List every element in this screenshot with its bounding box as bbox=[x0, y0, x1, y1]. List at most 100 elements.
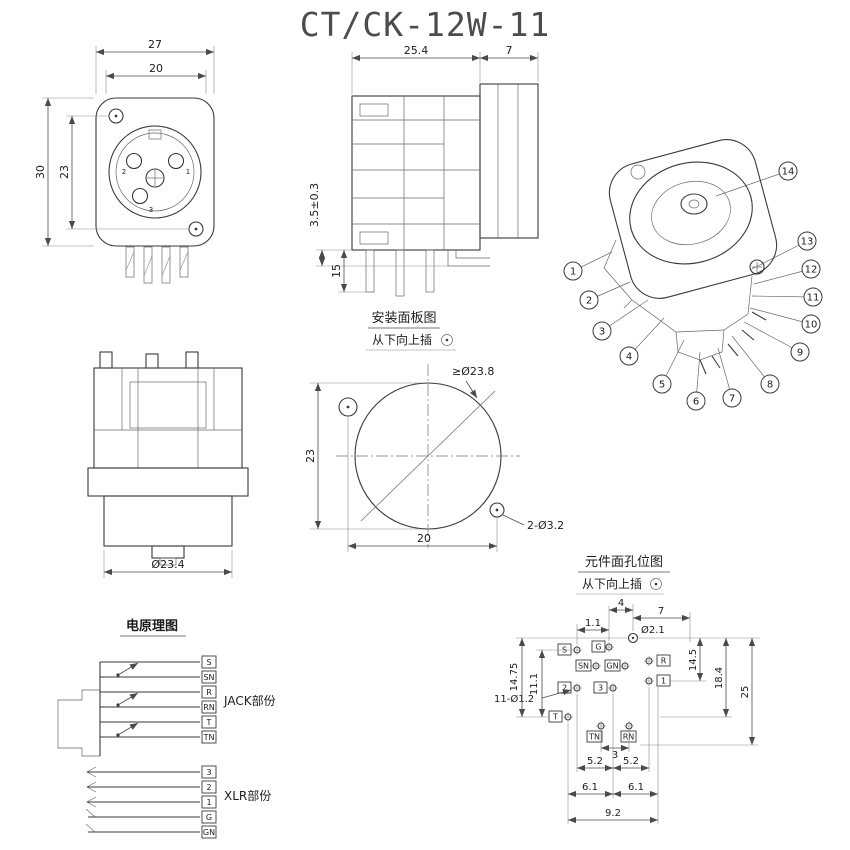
latch-slot bbox=[148, 129, 162, 140]
pcb-pad-TN: TN bbox=[586, 721, 606, 743]
orientation-symbol-icon bbox=[650, 578, 662, 590]
svg-text:S: S bbox=[206, 658, 211, 667]
iso-jack-hole bbox=[680, 193, 708, 215]
bottom-pin bbox=[99, 351, 113, 369]
connector-inner-ring bbox=[115, 132, 195, 212]
jack-terminal-RN: RN bbox=[201, 700, 217, 714]
drawing-title: CT/CK-12W-11 bbox=[300, 5, 550, 44]
jack-terminal-T: T bbox=[201, 715, 217, 729]
screw-cross-icon bbox=[752, 262, 762, 272]
dim-pcb-right-1: 14.5 bbox=[688, 649, 699, 671]
dim-pcb-right-3: 25 bbox=[740, 686, 751, 699]
xlr-terminal-GN: GN bbox=[201, 825, 217, 839]
svg-text:GN: GN bbox=[606, 662, 618, 671]
dim-panel-mount-holes: 2-Ø3.2 bbox=[527, 519, 564, 532]
xlr-terminal-2: 2 bbox=[201, 780, 217, 794]
iso-ear-hole bbox=[630, 164, 646, 180]
svg-text:5: 5 bbox=[659, 380, 665, 391]
exploded-view: 1 2 3 4 5 6 7 8 9 10 11 12 13 14 bbox=[563, 139, 823, 411]
pcb-pad-G: G bbox=[591, 640, 614, 653]
callout-14: 14 bbox=[778, 161, 798, 181]
svg-text:SN: SN bbox=[203, 673, 214, 682]
iso-flange-outline bbox=[608, 139, 778, 299]
dim-pcb-total-width: 9.2 bbox=[605, 808, 621, 819]
dim-front-inner-width: 20 bbox=[149, 62, 163, 75]
xlr-contact-lines bbox=[85, 766, 200, 833]
iso-pins bbox=[699, 311, 767, 375]
dim-front-outer-height: 30 bbox=[34, 165, 47, 179]
pin3-label: 3 bbox=[149, 206, 153, 214]
pin1-label: 1 bbox=[186, 168, 190, 176]
svg-text:14: 14 bbox=[782, 167, 795, 178]
callout-6: 6 bbox=[686, 391, 706, 411]
dim-panel-min-diameter: ≥Ø23.8 bbox=[452, 365, 494, 378]
jack-terminal-SN: SN bbox=[201, 670, 217, 684]
callout-7: 7 bbox=[722, 388, 742, 408]
dim-pcb-col-a: 5.2 bbox=[587, 756, 603, 767]
svg-text:T: T bbox=[552, 713, 558, 722]
pcb-pad-2: 2 bbox=[557, 681, 582, 694]
side-pin bbox=[395, 249, 405, 297]
iso-inner-ring bbox=[651, 180, 731, 246]
dim-panel-horizontal: 20 bbox=[417, 532, 431, 545]
dim-front-hole-spacing: 23 bbox=[58, 165, 71, 179]
panel-cutout-view: 安装面板图 从下向上插 2-Ø3.2 ≥Ø23.8 23 20 bbox=[304, 311, 564, 552]
bottom-body-outline bbox=[93, 367, 243, 469]
svg-text:1: 1 bbox=[206, 798, 211, 807]
front-view: 2 1 3 27 20 30 23 bbox=[34, 38, 215, 284]
bottom-barrel bbox=[103, 495, 233, 547]
svg-text:RN: RN bbox=[623, 733, 635, 742]
callout-11: 11 bbox=[803, 287, 823, 307]
callout-10: 10 bbox=[801, 314, 821, 334]
svg-text:3: 3 bbox=[598, 684, 603, 693]
dim-side-rear-depth: 7 bbox=[506, 44, 513, 57]
svg-text:10: 10 bbox=[805, 320, 818, 331]
svg-text:T: T bbox=[206, 718, 212, 727]
panel-hole-diagonal bbox=[360, 390, 496, 522]
pcb-subheading: 从下向上插 bbox=[582, 576, 642, 591]
callout-4: 4 bbox=[619, 346, 639, 366]
pcb-pad-S: S bbox=[557, 643, 582, 656]
flange-outline bbox=[95, 97, 215, 247]
side-pin bbox=[425, 249, 435, 293]
dim-side-body-depth: 25.4 bbox=[404, 44, 429, 57]
svg-text:G: G bbox=[595, 643, 601, 652]
dim-bottom-diameter: Ø23.4 bbox=[151, 558, 184, 571]
panel-cutout-subheading: 从下向上插 bbox=[372, 332, 432, 347]
jack-terminal-TN: TN bbox=[201, 730, 217, 744]
dim-pcb-col-c: 6.1 bbox=[582, 782, 598, 793]
xlr-pin1-hole bbox=[167, 152, 185, 170]
dim-pcb-top-mid: 4 bbox=[618, 598, 624, 609]
svg-text:TN: TN bbox=[588, 733, 600, 742]
bottom-pin bbox=[145, 353, 159, 369]
xlr-pin3-hole bbox=[131, 187, 149, 205]
svg-text:1: 1 bbox=[661, 677, 666, 686]
iso-screw-head bbox=[749, 259, 765, 275]
bottom-flange bbox=[87, 467, 249, 497]
jack-plug-symbol bbox=[57, 689, 100, 757]
side-view: 25.4 7 3.5±0.3 15 bbox=[308, 44, 539, 297]
bottom-view: Ø23.4 bbox=[87, 351, 249, 578]
svg-text:SN: SN bbox=[578, 662, 589, 671]
svg-text:11: 11 bbox=[807, 293, 820, 304]
schematic-heading: 电原理图 bbox=[126, 618, 178, 634]
svg-text:RN: RN bbox=[203, 703, 215, 712]
svg-text:GN: GN bbox=[203, 828, 215, 837]
dim-pcb-col-d: 6.1 bbox=[628, 782, 644, 793]
pcb-heading: 元件面孔位图 bbox=[585, 555, 663, 570]
pcb-pad-GN: GN bbox=[604, 659, 630, 672]
xlr-terminal-G: G bbox=[201, 810, 217, 824]
dim-side-pin-length: 15 bbox=[330, 264, 343, 278]
jack-contact-lines bbox=[100, 661, 200, 738]
svg-text:R: R bbox=[661, 657, 667, 666]
svg-text:12: 12 bbox=[805, 265, 818, 276]
pcb-pad-T: T bbox=[548, 710, 573, 723]
callout-5: 5 bbox=[652, 374, 672, 394]
pcb-pad-R: R bbox=[644, 654, 671, 667]
svg-text:2: 2 bbox=[206, 783, 211, 792]
dim-pcb-left-outer: 14.75 bbox=[509, 663, 520, 692]
xlr-terminal-1: 1 bbox=[201, 795, 217, 809]
svg-text:G: G bbox=[206, 813, 212, 822]
bottom-tab bbox=[151, 545, 185, 559]
